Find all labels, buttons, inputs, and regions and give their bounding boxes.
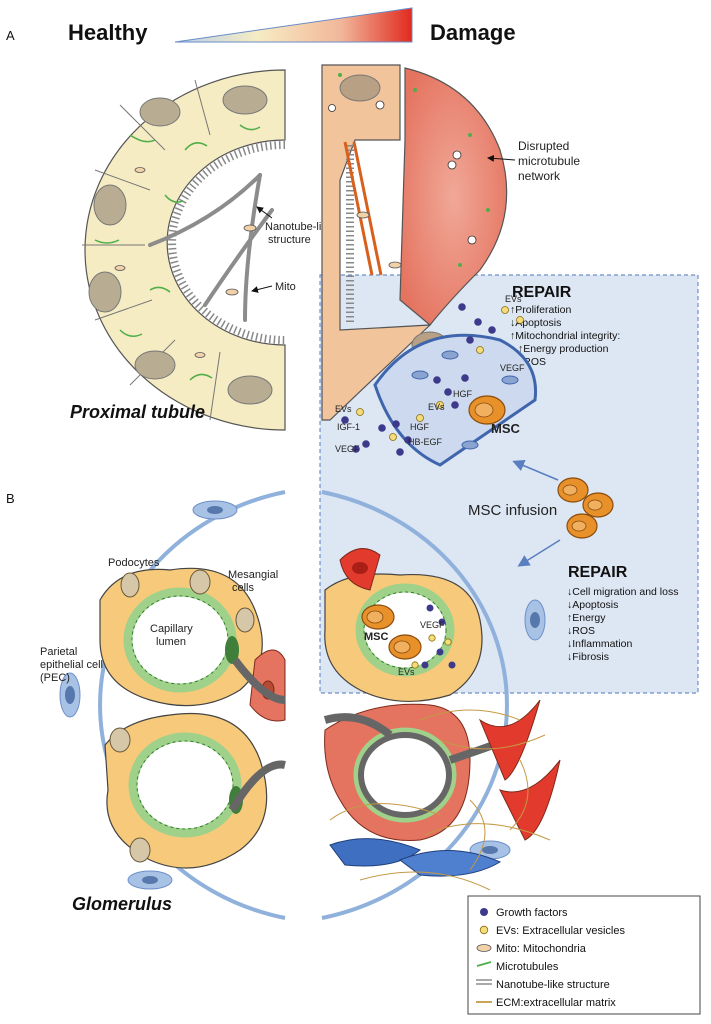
repair-top-text: Energy production	[523, 343, 608, 355]
capillary-label-line1: Capillary	[150, 623, 193, 635]
repair-top-arrow: ↓	[510, 317, 515, 329]
legend-item: EVs: Extracellular vesicles	[496, 925, 625, 937]
nanotube-label-line1: Nanotube-like	[265, 221, 333, 233]
repair-top-arrow: ↑	[510, 330, 515, 342]
repair-top-text: Apoptosis	[515, 317, 561, 329]
repair-bottom-arrow: ↓	[567, 625, 572, 637]
mesangial-label-line2: cells	[232, 582, 255, 594]
repair-bottom-text: Cell migration and loss	[572, 586, 678, 598]
repair-top-item: ↑Mitochondrial integrity:	[510, 330, 620, 342]
pec-label-line1: Parietal	[40, 646, 77, 658]
evs-label: EVs	[398, 667, 415, 677]
repair-bottom-text: Apoptosis	[572, 599, 618, 611]
healthy-tubule	[82, 69, 286, 431]
repair-bottom-list: ↓Cell migration and loss ↓Apoptosis ↑Ene…	[567, 586, 678, 663]
repair-bottom-text: Fibrosis	[572, 651, 609, 663]
legend-ev-swatch	[479, 925, 489, 935]
repair-top-title: REPAIR	[512, 284, 572, 301]
repair-bottom-title: REPAIR	[568, 564, 628, 581]
damaged-glomerulus	[323, 548, 561, 891]
legend-item: ECM:extracellular matrix	[496, 997, 616, 1009]
repair-bottom-arrow: ↓	[567, 586, 572, 598]
msc-label-top: MSC	[491, 421, 521, 436]
hgf-label: HGF	[453, 389, 473, 399]
legend-item: Growth factors	[496, 907, 568, 919]
repair-top-arrow: ↑	[510, 304, 515, 316]
legend-item: Nanotube-like structure	[496, 979, 610, 991]
legend-item: Microtubules	[496, 961, 559, 973]
repair-bottom-item: ↓Cell migration and loss	[567, 586, 678, 598]
hgf-label: HGF	[410, 422, 430, 432]
mesangial-label-line1: Mesangial	[228, 569, 278, 581]
bowman-capsule-left	[59, 490, 286, 920]
msc-cell-top	[373, 333, 538, 467]
msc-infusion-label: MSC infusion	[468, 502, 557, 519]
legend: Growth factors EVs: Extracellular vesicl…	[467, 895, 701, 1015]
vegf-label: VEGF	[335, 444, 360, 454]
legend-microtubule-swatch	[476, 961, 492, 967]
evs-label: EVs	[335, 404, 352, 414]
disrupted-pointer	[487, 154, 516, 162]
repair-bottom-arrow: ↓	[567, 599, 572, 611]
podocytes-label: Podocytes	[108, 557, 160, 569]
repair-top-item: ↑Energy production	[518, 343, 609, 355]
repair-bottom-arrow: ↓	[567, 651, 572, 663]
bowman-capsule-right	[321, 490, 546, 920]
infused-msc-cells	[557, 477, 614, 539]
repair-bottom-item: ↓ROS	[567, 625, 595, 637]
mito-label: Mito	[275, 281, 296, 293]
glomerulus-title: Glomerulus	[72, 894, 172, 914]
vegf-label: VEGF	[420, 620, 445, 630]
pec-label-line2: epithelial cell	[40, 659, 103, 671]
msc-factor-labels-top: EVs VEGF HGF EVs EVs IGF-1 HGF HB-EGF VE…	[335, 294, 525, 454]
repair-bottom-item: ↓Fibrosis	[567, 651, 609, 663]
panel-b-label: B	[6, 491, 15, 506]
panel-a-label: A	[6, 28, 15, 43]
repair-top-item: ↓Apoptosis	[510, 317, 561, 329]
nanotube-label-line2: structure	[268, 234, 311, 246]
damage-gradient-wedge	[174, 7, 413, 43]
repair-bottom-text: Energy	[572, 612, 606, 624]
capillary-label-line2: lumen	[156, 636, 186, 648]
repair-top-arrow: ↑	[518, 343, 523, 355]
disrupted-label-line3: network	[518, 169, 561, 183]
legend-nanotube-swatch	[476, 979, 492, 985]
repair-bottom-arrow: ↑	[567, 612, 572, 624]
infusion-arrow-up	[512, 459, 559, 481]
evs-label: EVs	[505, 294, 522, 304]
legend-growth-factor-swatch	[480, 908, 488, 916]
infusion-arrow-down	[517, 539, 561, 567]
vegf-label: VEGF	[500, 363, 525, 373]
healthy-capillary-loops	[99, 567, 286, 869]
pec-label-line3: (PEC)	[40, 672, 70, 684]
repair-bottom-arrow: ↓	[567, 638, 572, 650]
mito-pointer	[251, 285, 273, 293]
growth-factor-dots-top	[341, 303, 496, 456]
msc-label-bottom: MSC	[364, 631, 389, 643]
repair-bottom-text: ROS	[572, 625, 595, 637]
nanotube-pointer	[256, 206, 273, 219]
damaged-tubule	[321, 64, 508, 421]
igf1-label: IGF-1	[337, 422, 360, 432]
repair-top-text: Proliferation	[515, 304, 571, 316]
healthy-header: Healthy	[68, 20, 148, 45]
repair-bottom-text: Inflammation	[572, 638, 632, 650]
evs-label: EVs	[428, 402, 445, 412]
repair-bottom-item: ↑Energy	[567, 612, 606, 624]
damage-header: Damage	[430, 20, 516, 45]
proximal-tubule-title: Proximal tubule	[70, 402, 205, 422]
ev-dots-top	[356, 306, 524, 441]
legend-mito-swatch	[476, 944, 492, 952]
disrupted-label-line1: Disrupted	[518, 139, 569, 153]
hbegf-label: HB-EGF	[408, 437, 443, 447]
repair-bottom-item: ↓Apoptosis	[567, 599, 618, 611]
repair-bottom-item: ↓Inflammation	[567, 638, 633, 650]
legend-item: Mito: Mitochondria	[496, 943, 587, 955]
disrupted-label-line2: microtubule	[518, 154, 580, 168]
repair-top-text: Mitochondrial integrity:	[515, 330, 620, 342]
repair-top-item: ↑Proliferation	[510, 304, 571, 316]
